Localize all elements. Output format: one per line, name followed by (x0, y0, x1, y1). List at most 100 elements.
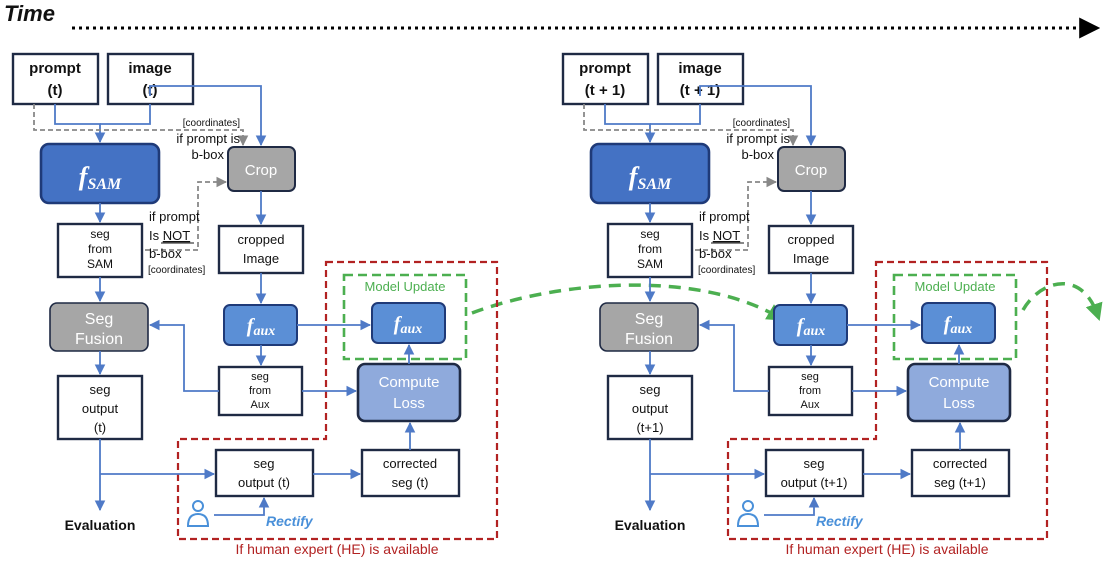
compute-loss-box (906, 362, 1012, 423)
corrected-seg-box (910, 448, 1011, 498)
human-expert-icon (736, 500, 760, 527)
prompt-label: prompt (29, 60, 81, 77)
image-to-crop-arrow (149, 85, 267, 147)
seg-sam-l1: seg (640, 227, 659, 241)
seg-fusion-l2: Fusion (75, 331, 123, 348)
seg-output-l3: (t+1) (636, 420, 663, 435)
panel: prompt (t) image (t) fSAM Crop seg from … (11, 52, 499, 557)
corrected-l2: seg (t) (392, 475, 429, 490)
fsam-box (39, 142, 161, 205)
cropped-l2: Image (793, 251, 829, 266)
cropped-l1: cropped (238, 232, 285, 247)
seg-sam-l3: SAM (637, 257, 663, 271)
if-not-l3: b-box (149, 246, 182, 261)
human-expert-icon (186, 500, 210, 527)
he-available-label: If human expert (HE) is available (785, 541, 988, 557)
seg-aux-l1: seg (801, 371, 819, 383)
coord-bbox-arrow (33, 104, 249, 147)
faux-updated-label: faux (944, 313, 972, 337)
he-seg-output-box (764, 448, 865, 498)
coord-bottom-label: [coordinates] (148, 265, 205, 276)
seg-fusion-box (49, 302, 149, 352)
he-seg-output-box (214, 448, 315, 498)
model-update-region (342, 273, 468, 361)
panel-next: prompt (t + 1) image (t + 1) fSAM Crop s… (561, 52, 1049, 557)
seg-sam-box (606, 222, 694, 279)
corrected-seg-box (360, 448, 461, 498)
prompt-box (561, 52, 650, 106)
seg-output-l3: (t) (94, 420, 106, 435)
image-label: image (678, 60, 721, 77)
faux-label: faux (247, 315, 275, 339)
seg-aux-l2: from (799, 385, 821, 397)
segaux-to-fusion-arrow (698, 319, 769, 392)
cropped-l1: cropped (788, 232, 835, 247)
seg-output-box (56, 374, 144, 441)
coord-top-label: [coordinates] (733, 118, 790, 129)
faux-label: faux (797, 315, 825, 339)
model-update-label: Model Update (365, 279, 446, 294)
seg-fusion-l2: Fusion (625, 331, 673, 348)
he-seg-output-l2: output (t+1) (781, 475, 848, 490)
if-not-l2: Is NOT (699, 228, 740, 243)
corrected-l1: corrected (933, 456, 987, 471)
prompt-time: (t + 1) (585, 82, 625, 99)
cropped-l2: Image (243, 251, 279, 266)
model-transfer-arrow (471, 283, 785, 321)
seg-sam-box (56, 222, 144, 279)
corrected-l2: seg (t+1) (934, 475, 986, 490)
compute-loss-l1: Compute (929, 374, 990, 391)
he-seg-output-l1: seg (804, 456, 825, 471)
he-seg-output-l2: output (t) (238, 475, 290, 490)
corrected-l1: corrected (383, 456, 437, 471)
if-bbox-l1: if prompt is (726, 131, 790, 146)
time-label: Time (4, 1, 55, 26)
seg-output-box (606, 374, 694, 441)
faux-updated-box (371, 302, 446, 344)
coord-bottom-label: [coordinates] (698, 265, 755, 276)
seg-sam-l2: from (88, 242, 112, 256)
model-update-region (892, 273, 1018, 361)
he-available-label: If human expert (HE) is available (235, 541, 438, 557)
if-not-l2: Is NOT (149, 228, 190, 243)
seg-fusion-l1: Seg (635, 311, 663, 328)
he-region (176, 260, 499, 541)
rectify-arrow (214, 496, 270, 516)
if-bbox-l1: if prompt is (176, 131, 240, 146)
seg-aux-l1: seg (251, 371, 269, 383)
faux-updated-box (921, 302, 996, 344)
seg-fusion-l1: Seg (85, 311, 113, 328)
coord-not-bbox-arrow (695, 176, 778, 251)
if-bbox-l2: b-box (741, 147, 774, 162)
crop-label: Crop (245, 162, 278, 179)
coord-bbox-arrow (583, 104, 799, 147)
compute-loss-l1: Compute (379, 374, 440, 391)
rectify-label: Rectify (266, 513, 314, 529)
image-to-fsam-line (100, 104, 151, 125)
image-label: image (128, 60, 171, 77)
image-to-fsam-line (650, 104, 701, 125)
compute-loss-l2: Loss (393, 395, 425, 412)
seg-fusion-box (599, 302, 699, 352)
prompt-time: (t) (48, 82, 63, 99)
fsam-label: fSAM (629, 162, 672, 193)
cropped-image-box (767, 224, 855, 275)
seg-output-l2: output (632, 401, 669, 416)
fsam-box (589, 142, 711, 205)
seg-sam-l2: from (638, 242, 662, 256)
crop-label: Crop (795, 162, 828, 179)
if-bbox-l2: b-box (191, 147, 224, 162)
evaluation-label: Evaluation (65, 517, 136, 533)
compute-loss-l2: Loss (943, 395, 975, 412)
seg-aux-l3: Aux (801, 399, 820, 411)
seg-aux-box (767, 365, 854, 417)
if-not-l3: b-box (699, 246, 732, 261)
seg-sam-l3: SAM (87, 257, 113, 271)
model-update-label: Model Update (915, 279, 996, 294)
prompt-to-fsam-arrow (604, 104, 656, 144)
if-not-l1: if prompt (699, 209, 750, 224)
seg-output-l2: output (82, 401, 119, 416)
prompt-to-fsam-arrow (54, 104, 106, 144)
fsam-label: fSAM (79, 162, 122, 193)
